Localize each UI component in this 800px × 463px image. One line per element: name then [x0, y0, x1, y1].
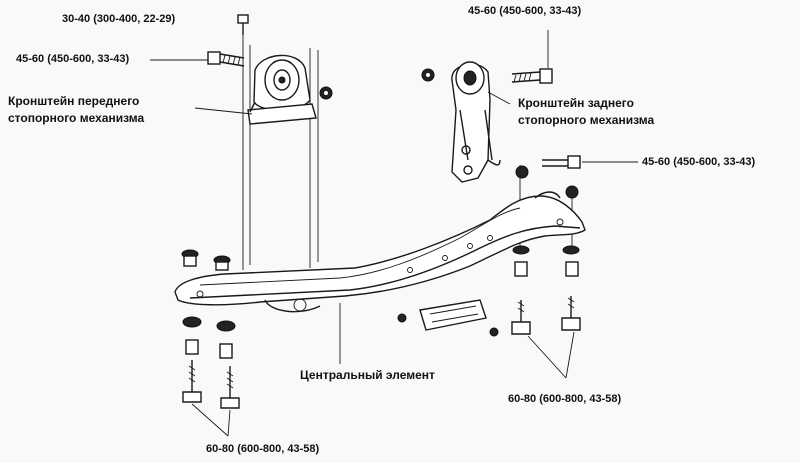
rear-bracket-bolt [511, 68, 553, 84]
top-bolt [237, 14, 249, 35]
left-lower-mount-hardware [182, 316, 240, 409]
front-bracket-label-line1: Кронштейн переднего [8, 94, 140, 108]
torque-label-rear-top: 45-60 (450-600, 33-43) [468, 5, 582, 17]
center-member-label: Центральный элемент [300, 368, 435, 382]
rear-bracket-label-line1: Кронштейн заднего [518, 96, 634, 110]
torque-label-front-bolt: 45-60 (450-600, 33-43) [16, 53, 130, 65]
front-bracket-part [247, 54, 317, 125]
torque-label-bottom-left: 60-80 (600-800, 43-58) [206, 443, 320, 455]
center-member-frame [174, 191, 586, 313]
torque-label-rear-side: 45-60 (450-600, 33-43) [642, 156, 756, 168]
front-bracket-nut [319, 86, 333, 100]
right-mount-bushings-top [512, 245, 580, 255]
front-bracket-bolt [207, 51, 245, 67]
front-bracket-label-line2: стопорного механизма [8, 111, 145, 125]
rear-bracket-label-line2: стопорного механизма [518, 113, 655, 127]
torque-label-top: 30-40 (300-400, 22-29) [62, 13, 176, 25]
torque-label-bottom-right: 60-80 (600-800, 43-58) [508, 393, 622, 405]
rear-side-bolt [515, 155, 581, 199]
leader-lines [150, 30, 638, 437]
rear-bracket-part [421, 61, 501, 183]
center-small-bracket [397, 299, 499, 337]
left-mount-bushings-top [181, 249, 231, 271]
right-lower-mount-hardware [511, 261, 581, 335]
